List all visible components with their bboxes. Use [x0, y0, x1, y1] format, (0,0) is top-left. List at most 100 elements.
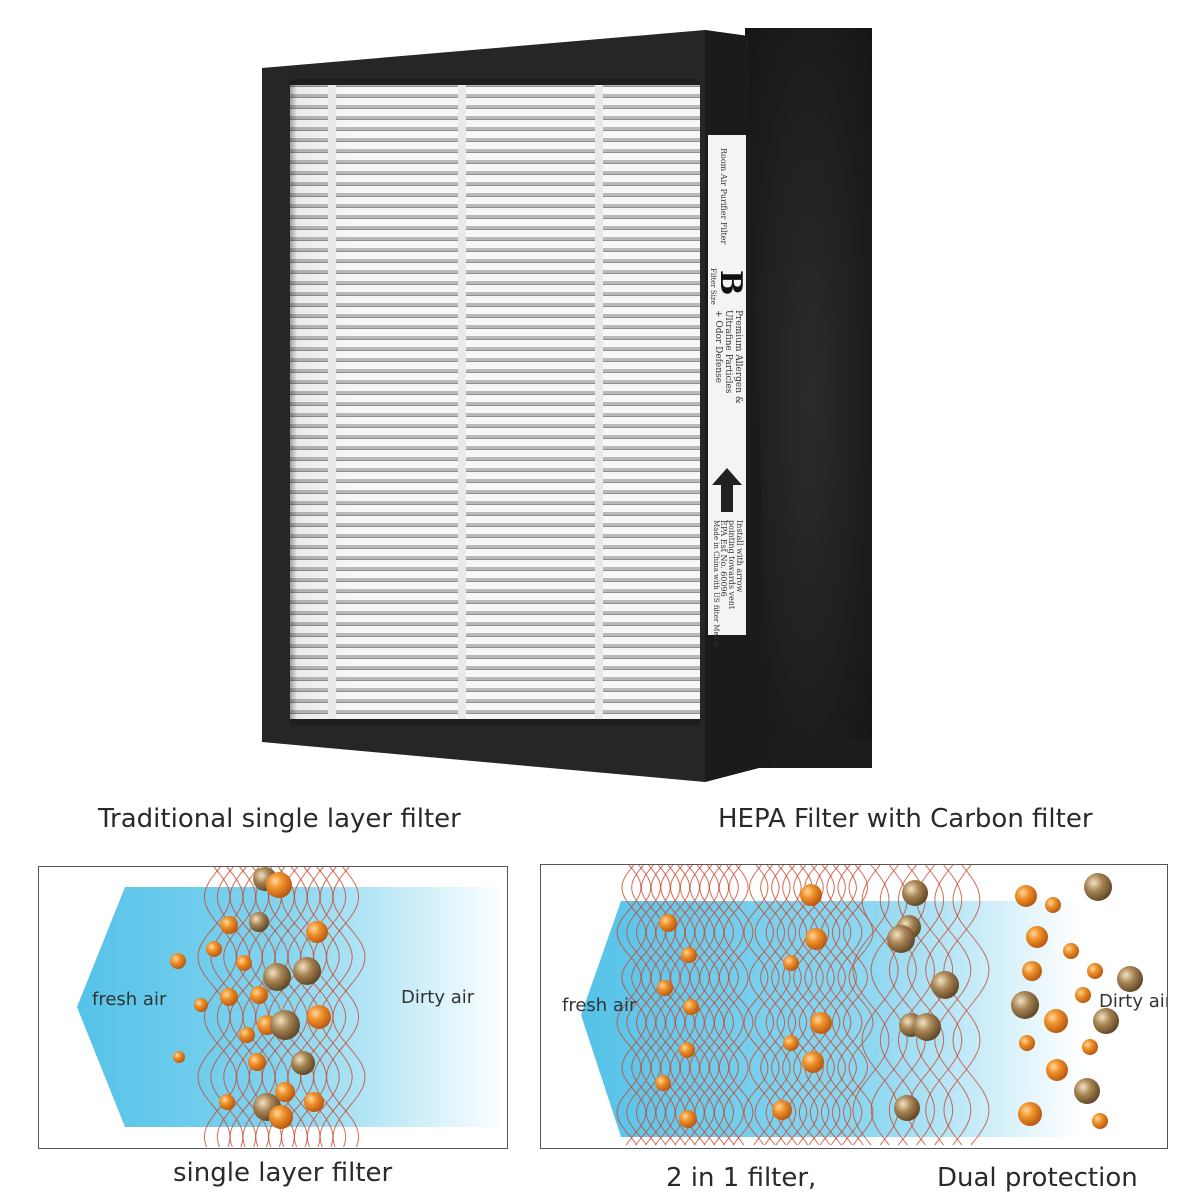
fiber-strand: [650, 865, 676, 1146]
dual-layer-svg: [581, 865, 1167, 1146]
fiber-strand: [660, 865, 686, 1146]
large-particle: [263, 963, 291, 991]
hepa-pleated-media: [290, 82, 700, 722]
small-particle: [783, 955, 799, 971]
fiber-strand: [842, 865, 869, 1146]
left-dirty-air-label: Dirty air: [401, 987, 475, 1008]
large-particle: [913, 1013, 941, 1041]
fiber-strand: [216, 867, 250, 1148]
small-particle: [266, 872, 292, 898]
small-particle: [810, 1012, 832, 1034]
small-particle: [783, 1035, 799, 1051]
small-particle: [1026, 926, 1048, 948]
large-particle: [902, 880, 928, 906]
fiber-strand: [848, 865, 874, 1146]
small-particle: [1046, 1059, 1068, 1081]
fiber-strand: [713, 865, 739, 1146]
fiber-strand: [281, 867, 314, 1148]
filter-side-label: [708, 135, 746, 635]
label-room-air-purifier: Room Air Purifier Filter: [719, 148, 728, 245]
install-arrow-icon: [712, 468, 742, 512]
fiber-strand: [229, 867, 263, 1148]
large-particle: [270, 1010, 300, 1040]
fiber-strand: [760, 865, 786, 1146]
small-particle: [306, 921, 328, 943]
fiber-strand: [326, 867, 359, 1148]
fiber-strand: [815, 865, 841, 1146]
fiber-strand: [626, 865, 652, 1146]
fiber-strand: [645, 865, 671, 1146]
fiber-strand: [704, 865, 730, 1146]
label-size-letter: B: [713, 270, 748, 296]
fiber-strand: [718, 865, 744, 1146]
fiber-strand: [655, 865, 681, 1146]
small-particle: [1022, 961, 1042, 981]
fiber-strand: [616, 865, 642, 1146]
fiber-strand: [916, 865, 954, 1146]
small-particle: [1092, 1113, 1108, 1129]
small-particle: [248, 1053, 266, 1071]
small-particle: [1075, 987, 1091, 1003]
small-particle: [1063, 943, 1079, 959]
small-particle: [679, 1110, 697, 1128]
small-particle: [683, 999, 699, 1015]
small-particle: [239, 1027, 255, 1043]
fiber-strand: [809, 865, 835, 1146]
left-title: Traditional single layer filter: [98, 804, 461, 834]
filter-product-image: [262, 28, 872, 782]
fiber-strand: [820, 865, 846, 1146]
fiber-strand: [313, 867, 347, 1148]
left-fresh-air-label: fresh air: [92, 989, 167, 1010]
fiber-strand: [776, 865, 802, 1146]
small-particle: [1018, 1102, 1042, 1126]
fiber-strand: [934, 865, 972, 1146]
fiber-strand: [723, 865, 749, 1146]
right-bottom-caption-1: 2 in 1 filter,: [666, 1163, 817, 1193]
fiber-strand: [689, 865, 715, 1146]
fiber-strand: [861, 865, 899, 1146]
large-particle: [1117, 966, 1143, 992]
fiber-strand: [640, 865, 666, 1146]
small-particle: [1082, 1039, 1098, 1055]
right-dirty-air-label: Dirty air: [1099, 991, 1168, 1012]
small-particle: [250, 986, 268, 1004]
fiber-strand: [728, 865, 754, 1146]
fiber-strand: [631, 865, 657, 1146]
fiber-strand: [897, 865, 935, 1146]
small-particle: [1045, 897, 1061, 913]
particles: [655, 873, 1143, 1129]
fiber-strand: [754, 865, 780, 1146]
small-particle: [1044, 1009, 1068, 1033]
right-fresh-air-label: fresh air: [562, 995, 637, 1016]
small-particle: [657, 980, 673, 996]
fiber-strand: [306, 867, 340, 1148]
fiber-strand: [852, 865, 890, 1146]
large-particle: [894, 1095, 920, 1121]
fiber-strand: [952, 865, 990, 1146]
label-install-4: Made in China with US filter Media: [712, 520, 720, 647]
fiber-strand: [782, 865, 808, 1146]
fiber-strand: [826, 865, 852, 1146]
fiber-strand: [771, 865, 797, 1146]
fiber-strand: [635, 865, 662, 1146]
fiber-strand: [831, 865, 857, 1146]
filter-fibers: [616, 865, 990, 1146]
fiber-strand: [804, 865, 830, 1146]
small-particle: [800, 884, 822, 906]
fiber-strand: [332, 867, 366, 1148]
fiber-strand: [793, 865, 819, 1146]
small-particle: [304, 1092, 324, 1112]
small-particle: [220, 916, 238, 934]
small-particle: [173, 1051, 185, 1063]
left-bottom-caption: single layer filter: [173, 1158, 393, 1188]
label-desc-1: Premium Allergen &: [733, 310, 743, 404]
label-desc-3: + Odor Defense: [713, 310, 723, 384]
fiber-strand: [665, 865, 691, 1146]
fiber-strand: [708, 865, 735, 1146]
particles: [170, 867, 331, 1129]
fiber-strand: [925, 865, 963, 1146]
small-particle: [220, 988, 238, 1006]
small-particle: [307, 1005, 331, 1029]
fiber-strand: [765, 865, 791, 1146]
fiber-strand: [694, 865, 720, 1146]
